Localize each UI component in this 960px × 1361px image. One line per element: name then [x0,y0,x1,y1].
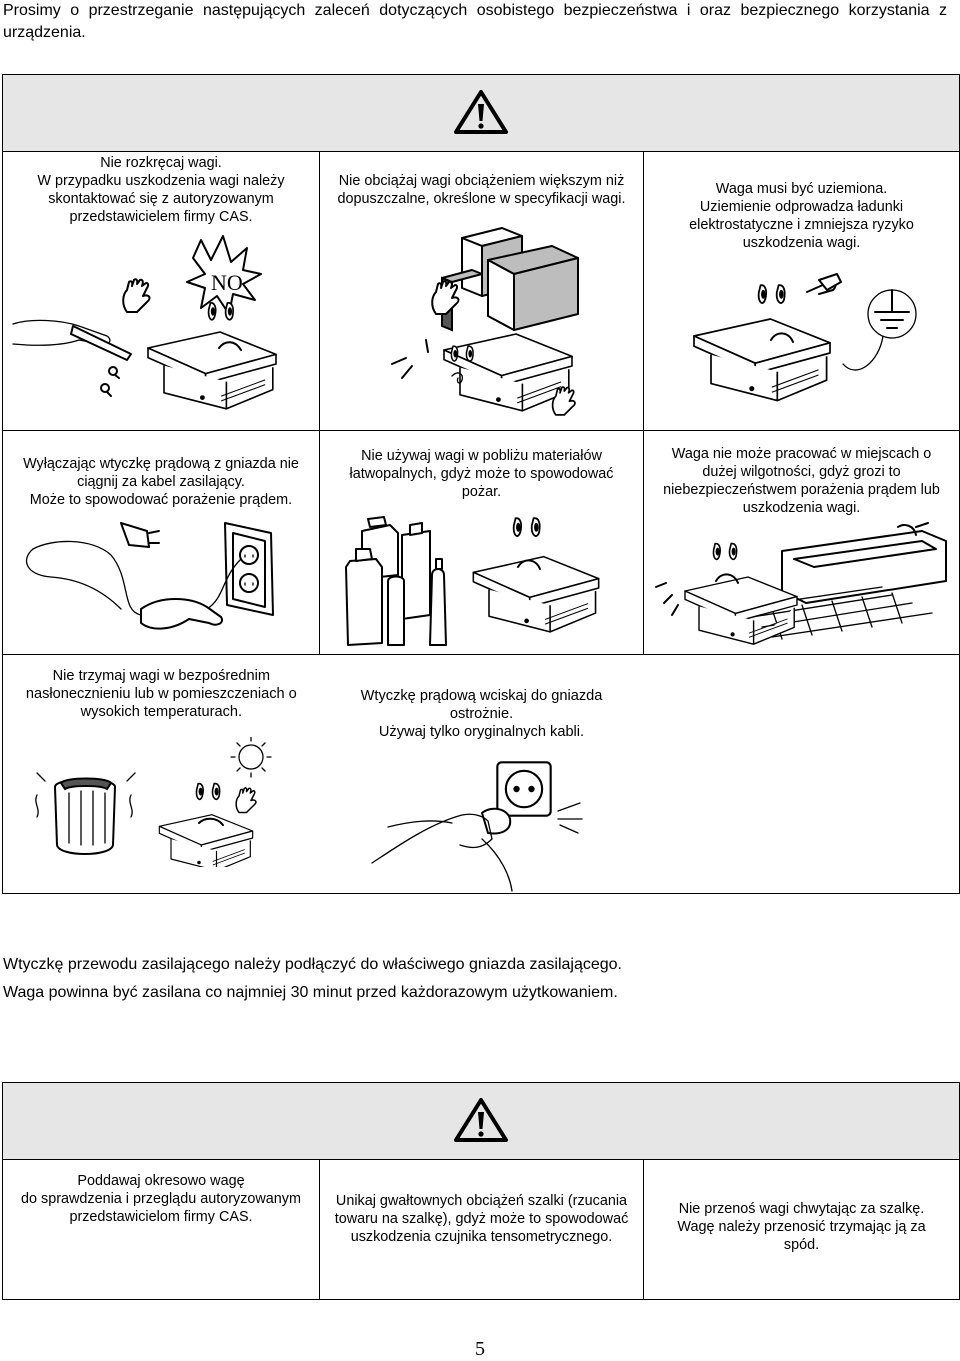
safety-table-1: Nie rozkręcaj wagi. W przypadku uszkodze… [2,74,960,894]
tip-cell: Nie rozkręcaj wagi. W przypadku uszkodze… [2,151,320,431]
power-note-line-2: Waga powinna być zasilana co najmniej 30… [3,984,618,1001]
tip-text: Waga nie może pracować w miejscach o duż… [663,446,940,516]
tip-cell: Waga musi być uziemiona. Uziemienie odpr… [643,151,960,431]
tip-cell: Wyłączając wtyczkę prądową z gniazda nie… [2,430,320,655]
warning-header-bar [2,74,960,152]
tip-cell: Nie obciążaj wagi obciążeniem większym n… [319,151,644,431]
warning-triangle-icon [453,1097,509,1143]
tip-text: Nie przenoś wagi chwytając za szalkę. Wa… [677,1201,926,1253]
tip-text: Nie trzymaj wagi w bezpośrednim nasłonec… [25,668,297,720]
disassemble-scale-illustration: NO [12,235,277,410]
no-sign-text: NO [211,270,243,295]
humidity-illustration [654,522,947,645]
flammable-materials-illustration [344,516,599,646]
tip-text: Wyłączając wtyczkę prądową z gniazda nie… [23,456,299,508]
tip-text: Poddawaj okresowo wagę do sprawdzenia i … [21,1173,301,1225]
page-number: 5 [475,1338,485,1360]
tip-text: Wtyczkę prądową wciskaj do gniazda ostro… [360,688,603,740]
intro-paragraph: Prosimy o przestrzeganie następujących z… [3,2,947,41]
tip-cell: Nie przenoś wagi chwytając za szalkę. Wa… [643,1159,960,1300]
tip-row: Nie trzymaj wagi w bezpośrednim nasłonec… [2,654,960,894]
overload-scale-illustration [390,227,579,416]
warning-triangle-icon [453,89,509,135]
tip-text: Unikaj gwałtownych obciążeń szalki (rzuc… [334,1193,629,1245]
power-note-line-1: Wtyczkę przewodu zasilającego należy pod… [3,956,622,973]
tip-cell: Poddawaj okresowo wagę do sprawdzenia i … [2,1159,320,1300]
tip-text: Nie używaj wagi w pobliżu materiałów łat… [349,448,614,500]
tip-cell: Unikaj gwałtownych obciążeń szalki (rzuc… [319,1159,644,1300]
warning-header-bar [2,1082,960,1160]
tip-cell: Nie używaj wagi w pobliżu materiałów łat… [319,430,644,655]
heat-sunlight-illustration [35,737,272,867]
insert-plug-illustration [370,761,583,892]
tip-cell: Waga nie może pracować w miejscach o duż… [643,430,960,655]
tip-text: Nie rozkręcaj wagi. W przypadku uszkodze… [37,155,285,225]
tip-text: Waga musi być uziemiona. Uziemienie odpr… [689,181,914,251]
unplug-cable-illustration [25,522,274,630]
safety-table-2: Poddawaj okresowo wagę do sprawdzenia i … [2,1082,960,1300]
grounding-illustration [692,273,917,402]
tip-text: Nie obciążaj wagi obciążeniem większym n… [337,173,626,207]
